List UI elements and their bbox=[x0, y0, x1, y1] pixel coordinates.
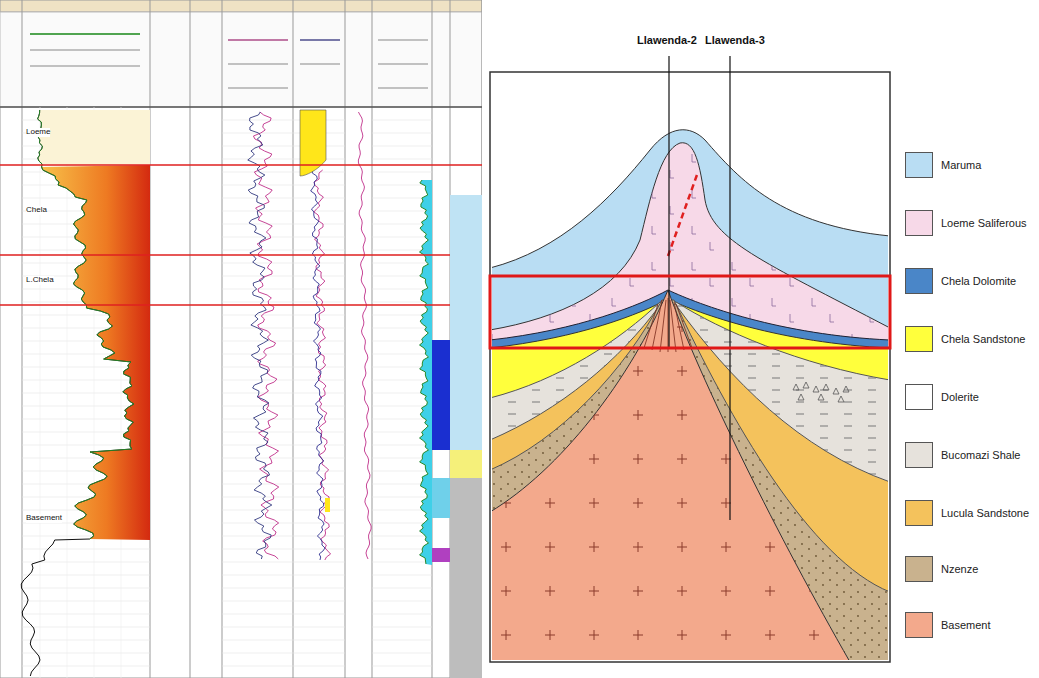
legend-text: Dolerite bbox=[941, 391, 979, 403]
legend-swatch bbox=[905, 612, 933, 638]
legend-text: Chela Dolomite bbox=[941, 275, 1016, 287]
legend-item: Nzenze bbox=[905, 556, 1035, 584]
legend-item: Chela Sandstone bbox=[905, 326, 1035, 354]
zone-label: Loeme bbox=[26, 128, 50, 137]
cross-section bbox=[492, 74, 888, 660]
legend-swatch bbox=[905, 268, 933, 294]
legend-swatch bbox=[905, 500, 933, 526]
zone-label: L.Chela bbox=[26, 276, 54, 285]
legend-text: Loeme Saliferous bbox=[941, 217, 1027, 229]
well-log bbox=[0, 0, 482, 678]
legend-text: Basement bbox=[941, 619, 991, 631]
legend-item: Chela Dolomite bbox=[905, 268, 1035, 296]
well-label: Llawenda-3 bbox=[705, 34, 765, 46]
legend-text: Lucula Sandstone bbox=[941, 507, 1029, 519]
legend-item: Dolerite bbox=[905, 384, 1035, 412]
legend-text: Maruma bbox=[941, 159, 981, 171]
legend-text: Chela Sandstone bbox=[941, 333, 1025, 345]
legend-swatch bbox=[905, 152, 933, 178]
zone-label: Chela bbox=[26, 206, 47, 215]
legend-item: Maruma bbox=[905, 152, 1035, 180]
legend-swatch bbox=[905, 384, 933, 410]
legend-item: Lucula Sandstone bbox=[905, 500, 1035, 528]
legend-item: Basement bbox=[905, 612, 1035, 640]
legend-swatch bbox=[905, 326, 933, 352]
legend-swatch bbox=[905, 442, 933, 468]
legend-text: Nzenze bbox=[941, 563, 978, 575]
legend-swatch bbox=[905, 210, 933, 236]
well-label: Llawenda-2 bbox=[637, 34, 697, 46]
legend-text: Bucomazi Shale bbox=[941, 449, 1021, 461]
legend-item: Loeme Saliferous bbox=[905, 210, 1035, 238]
legend-swatch bbox=[905, 556, 933, 582]
legend-item: Bucomazi Shale bbox=[905, 442, 1035, 470]
zone-label: Basement bbox=[26, 514, 62, 523]
